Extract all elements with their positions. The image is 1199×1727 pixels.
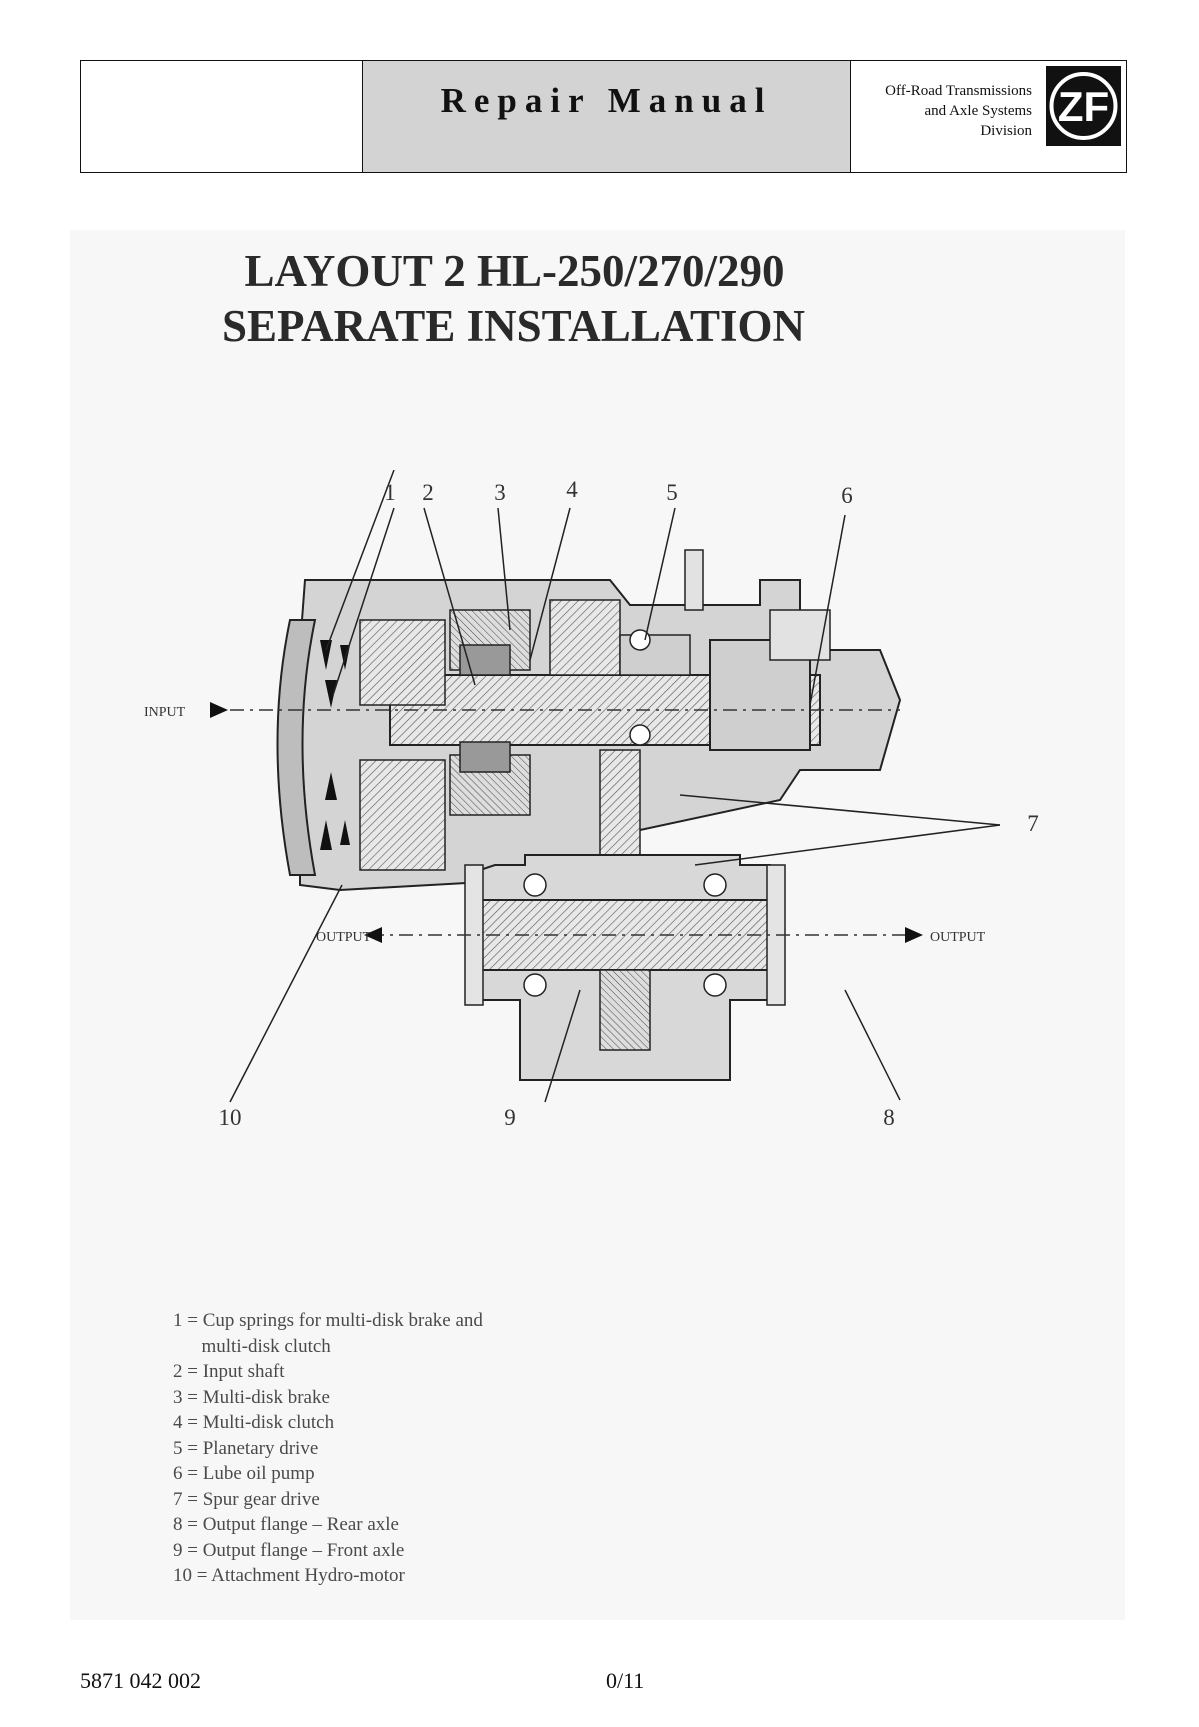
callout-4: 4: [566, 477, 578, 502]
page-number: 0/11: [606, 1668, 645, 1693]
planetary-drive: [549, 599, 621, 676]
page-header: Repair Manual Off-Road Transmissions and…: [80, 60, 1127, 173]
legend-item: 3 = Multi-disk brake: [173, 1386, 330, 1408]
bearing-icon: [703, 973, 727, 997]
bearing-icon: [629, 724, 651, 746]
pump-cover: [769, 609, 831, 661]
multi-disk-clutch-lower: [459, 741, 511, 773]
division-text: Off-Road Transmissions and Axle Systems …: [885, 83, 1032, 139]
leader-lines: [229, 470, 1001, 1103]
bearing-icon: [523, 873, 547, 897]
spur-gear: [599, 749, 641, 861]
logo-text: ZF: [1058, 83, 1109, 130]
legend-item: 9 = Output flange – Front axle: [173, 1539, 405, 1561]
callout-1: 1: [384, 480, 396, 505]
document-number: 5871 042 002: [80, 1668, 201, 1693]
layout-title: LAYOUT 2 HL-250/270/290: [244, 246, 785, 296]
callout-9: 9: [504, 1105, 516, 1130]
clutch-hub-lower: [359, 759, 446, 871]
bearing-icon: [629, 629, 651, 651]
zf-logo-icon: ZF: [1046, 66, 1121, 146]
bearing-icon: [523, 973, 547, 997]
bearing-icon: [703, 873, 727, 897]
callout-10: 10: [219, 1105, 242, 1130]
manual-title: Repair Manual: [440, 81, 773, 120]
callout-8: 8: [883, 1105, 895, 1130]
legend-item: multi-disk clutch: [173, 1335, 331, 1357]
legend-item: 7 = Spur gear drive: [173, 1488, 320, 1510]
output-right-arrow-icon: [905, 927, 923, 943]
callout-5: 5: [666, 480, 678, 505]
input-label: INPUT: [144, 705, 186, 720]
callout-6: 6: [841, 483, 853, 508]
header-blank-cell: [81, 61, 363, 172]
breather-pipe: [684, 549, 704, 611]
hydro-motor-attachment: [276, 619, 317, 876]
input-arrow-icon: [210, 702, 228, 718]
callout-3: 3: [494, 480, 506, 505]
legend-item: 2 = Input shaft: [173, 1361, 285, 1382]
callout-7: 7: [1027, 811, 1039, 836]
output-left-arrow-icon: [364, 927, 382, 943]
transmission-cross-section-diagram: INPUT OUTPUT OUTPUT 1 2 3 4 5 6 7 8 9 10: [144, 470, 1039, 1130]
output-gear-hub: [599, 969, 651, 1051]
parts-legend: 1 = Cup springs for multi-disk brake and…: [173, 1308, 483, 1589]
header-title-cell: Repair Manual: [363, 61, 851, 172]
legend-item: 1 = Cup springs for multi-disk brake and: [173, 1310, 483, 1331]
legend-item: 5 = Planetary drive: [173, 1437, 319, 1459]
clutch-hub-upper: [359, 619, 446, 706]
legend-item: 6 = Lube oil pump: [173, 1463, 315, 1484]
legend-item: 4 = Multi-disk clutch: [173, 1412, 335, 1433]
layout-subtitle: SEPARATE INSTALLATION: [221, 301, 806, 351]
callout-2: 2: [422, 480, 434, 505]
output-right-label: OUTPUT: [930, 930, 986, 945]
legend-item: 10 = Attachment Hydro-motor: [173, 1565, 405, 1586]
output-left-label: OUTPUT: [316, 930, 372, 945]
header-division-cell: Off-Road Transmissions and Axle Systems …: [851, 61, 1126, 172]
legend-item: 8 = Output flange – Rear axle: [173, 1514, 399, 1535]
